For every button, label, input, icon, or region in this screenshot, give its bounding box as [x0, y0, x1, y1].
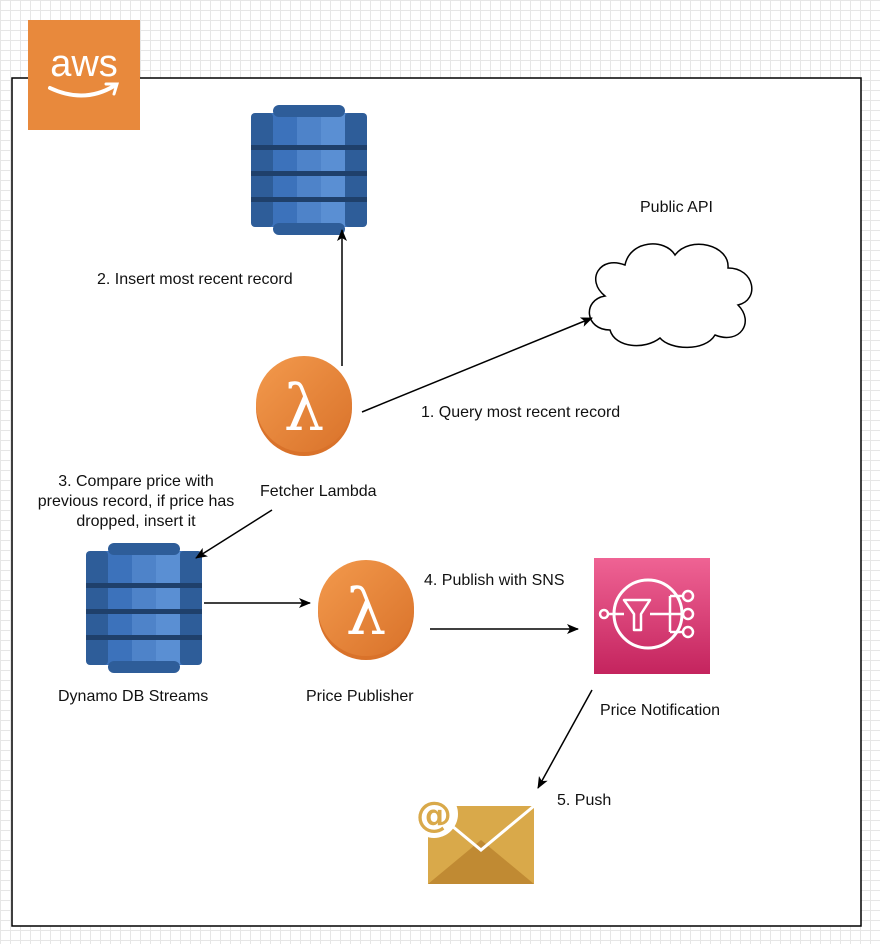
cloud-icon	[588, 243, 753, 349]
publish-edge-label: 4. Publish with SNS	[424, 572, 565, 589]
fetcher-lambda-label: Fetcher Lambda	[260, 483, 377, 500]
aws-logo-text: aws	[50, 43, 118, 85]
email-icon: @	[410, 790, 535, 884]
insert-edge-label: 2. Insert most recent record	[97, 271, 293, 288]
lambda-icon: λ	[318, 560, 414, 660]
dynamo-streams-label: Dynamo DB Streams	[58, 688, 209, 705]
public-api-label: Public API	[640, 199, 713, 216]
price-notification-label: Price Notification	[600, 702, 721, 719]
svg-text:λ: λ	[284, 372, 325, 446]
price-publisher-label: Price Publisher	[306, 688, 414, 705]
aws-logo: aws	[28, 20, 140, 130]
arrow-query	[361, 317, 593, 413]
arrow-push	[537, 689, 593, 789]
push-edge-label: 5. Push	[557, 792, 612, 809]
at-symbol: @	[416, 795, 452, 836]
dynamodb-icon	[251, 105, 367, 235]
arrow-compare	[195, 509, 273, 559]
lambda-icon: λ	[256, 356, 352, 456]
svg-text:λ: λ	[346, 576, 387, 650]
sns-icon	[594, 558, 710, 674]
compare-edge-label: 3. Compare price with previous record, i…	[37, 473, 235, 530]
query-edge-label: 1. Query most recent record	[421, 404, 621, 421]
dynamodb-icon	[86, 543, 202, 673]
aws-cloud-frame	[11, 77, 862, 927]
